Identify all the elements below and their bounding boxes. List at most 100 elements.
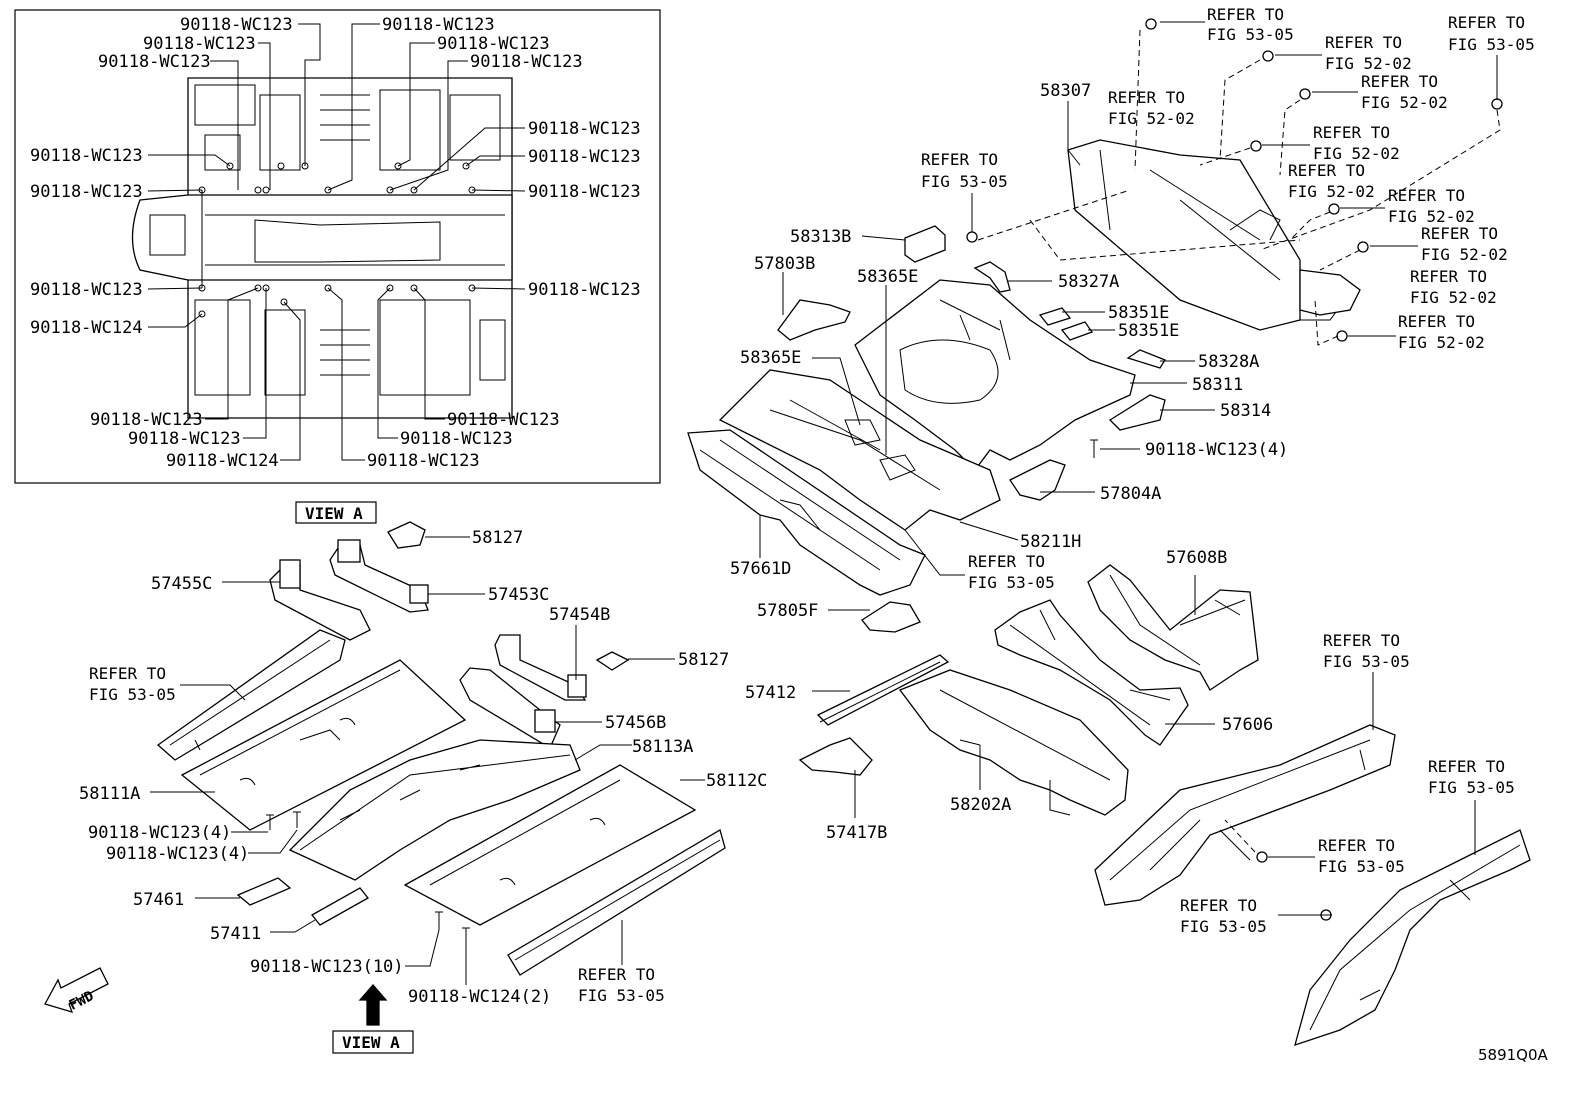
inset-label: 90118-WC123 [470, 52, 583, 72]
bolt-icon [1256, 851, 1268, 863]
part-label: 90118-WC123(4) [88, 823, 231, 843]
part-label: 58113A [632, 737, 693, 757]
bolt-icon [1145, 18, 1157, 30]
inset-label: 90118-WC123 [98, 52, 211, 72]
part-label: 57454B [549, 605, 610, 625]
part-57417B [798, 737, 873, 776]
front-floor-group [156, 521, 726, 976]
part-57803B [777, 299, 851, 341]
refer-label: REFER TO [1288, 161, 1365, 180]
inset-label: 90118-WC123 [382, 15, 495, 35]
refer-label: REFER TO [1421, 224, 1498, 243]
inset-label: 90118-WC123 [400, 429, 513, 449]
part-rocker-left [156, 629, 346, 761]
inset-tunnel [131, 194, 513, 281]
part-label: 58328A [1198, 352, 1259, 372]
part-label: 58202A [950, 795, 1011, 815]
view-arrow-icon [358, 984, 388, 1026]
part-label: 90118-WC123(10) [250, 957, 404, 977]
refer-figure: FIG 52-02 [1288, 182, 1375, 201]
part-label: 57411 [210, 924, 261, 944]
bolt-icon [1299, 88, 1311, 100]
refer-figure: FIG 52-02 [1388, 207, 1475, 226]
part-label: 57461 [133, 890, 184, 910]
refer-label: REFER TO [1388, 186, 1465, 205]
part-label: 57606 [1222, 715, 1273, 735]
refer-label: REFER TO [1410, 267, 1487, 286]
part-label: 58313B [790, 227, 851, 247]
part-57461 [236, 877, 292, 906]
refer-figure: FIG 53-05 [968, 573, 1055, 592]
refer-label: REFER TO [1323, 631, 1400, 650]
part-label: 90118-WC123(4) [1145, 440, 1288, 460]
inset-label: 90118-WC123 [30, 146, 143, 166]
part-58351E-a [1038, 307, 1072, 326]
part-58311 [854, 279, 1136, 471]
part-label: 57453C [488, 585, 549, 605]
refer-label: REFER TO [578, 965, 655, 984]
part-57453C-block [409, 584, 429, 604]
refer-label: REFER TO [89, 664, 166, 683]
inset-label: 90118-WC123 [143, 34, 256, 54]
inset-label: 90118-WC123 [528, 119, 641, 139]
diagram-code: 5891Q0A [1478, 1046, 1549, 1064]
part-58351E-b [1060, 321, 1094, 341]
part-label: 58112C [706, 771, 767, 791]
inset-label: 90118-WC123 [90, 410, 203, 430]
refer-figure: FIG 52-02 [1313, 144, 1400, 163]
part-label: 57608B [1166, 548, 1227, 568]
part-label: 58311 [1192, 375, 1243, 395]
refer-label: REFER TO [1398, 312, 1475, 331]
part-label: 90118-WC123(4) [106, 844, 249, 864]
part-label: 57417B [826, 823, 887, 843]
screw-icon [1090, 439, 1098, 458]
inset-frame [14, 9, 661, 484]
part-57411 [311, 887, 369, 926]
refer-figure: FIG 52-02 [1325, 54, 1412, 73]
refer-label: REFER TO [1428, 757, 1505, 776]
side-member-group [1094, 672, 1531, 1047]
part-58313B [904, 225, 946, 263]
part-label: 58127 [678, 650, 729, 670]
refer-label: REFER TO [1361, 72, 1438, 91]
refer-figure: FIG 53-05 [1323, 652, 1410, 671]
part-57804A [1009, 459, 1066, 501]
bolt-icon [1250, 140, 1262, 152]
part-58202A [898, 669, 1129, 816]
refer-figure: FIG 53-05 [1207, 25, 1294, 44]
rear-member-group [798, 564, 1259, 816]
inset-label: 90118-WC124 [166, 451, 279, 471]
part-58111A [180, 659, 467, 831]
part-label: 58365E [740, 348, 801, 368]
bolt-references [966, 18, 1503, 346]
inset-label: 90118-WC123 [128, 429, 241, 449]
inset-label: 90118-WC123 [528, 280, 641, 300]
part-label: 57456B [605, 713, 666, 733]
part-label: 57804A [1100, 484, 1161, 504]
part-58112C [403, 764, 697, 926]
view-a-label-bottom: VIEW A [342, 1033, 400, 1052]
refer-figure: FIG 53-05 [921, 172, 1008, 191]
refer-label: REFER TO [1318, 836, 1395, 855]
bolt-icon [1357, 241, 1369, 253]
refer-figure: FIG 53-05 [89, 685, 176, 704]
inset-label: 90118-WC123 [447, 410, 560, 430]
part-label: 57805F [757, 601, 818, 621]
part-58307-bracket [1299, 269, 1361, 316]
part-57608B [1087, 564, 1259, 691]
part-57805F [861, 601, 921, 633]
refer-label: REFER TO [968, 552, 1045, 571]
refer-label: REFER TO [1180, 896, 1257, 915]
bolt-icon [966, 231, 978, 243]
part-label: 58127 [472, 528, 523, 548]
part-label: 58327A [1058, 272, 1119, 292]
fwd-arrow-icon: FWD [44, 967, 109, 1014]
part-side-member-upper [1094, 724, 1396, 906]
part-label: 57412 [745, 683, 796, 703]
bolt-icon [1491, 98, 1503, 110]
refer-label: REFER TO [1108, 88, 1185, 107]
rear-floor-group [687, 139, 1361, 633]
view-a-box-bottom [332, 1030, 414, 1054]
bolt-icon [1262, 50, 1274, 62]
refer-figure: FIG 53-05 [578, 986, 665, 1005]
